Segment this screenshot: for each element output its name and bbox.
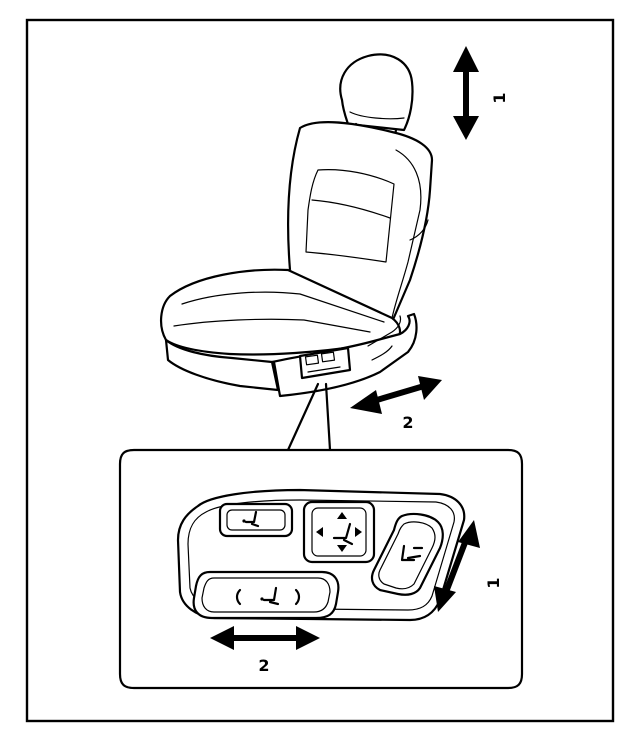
- arrow-forward-back-top: [350, 376, 442, 414]
- seat-back-switch[interactable]: [370, 512, 444, 596]
- callout-leader: [286, 382, 332, 452]
- arrow-left-right-inset: [210, 626, 320, 650]
- seat-illustration: [160, 53, 434, 398]
- headrest: [339, 53, 414, 132]
- label-arrow-1-inset: 1: [484, 577, 503, 588]
- label-arrow-2-inset: 2: [258, 656, 269, 675]
- seat-slide-switch[interactable]: [192, 570, 340, 620]
- label-arrow-1-top: 1: [490, 92, 509, 103]
- arrow-up-down-inset: [434, 520, 480, 612]
- recline-switch-button[interactable]: [218, 502, 294, 538]
- diagram-frame: [25, 18, 615, 723]
- label-arrow-2-top: 2: [402, 413, 413, 432]
- arrow-up-down-top: [453, 46, 479, 140]
- backrest: [287, 121, 434, 324]
- multi-direction-switch[interactable]: [302, 500, 376, 564]
